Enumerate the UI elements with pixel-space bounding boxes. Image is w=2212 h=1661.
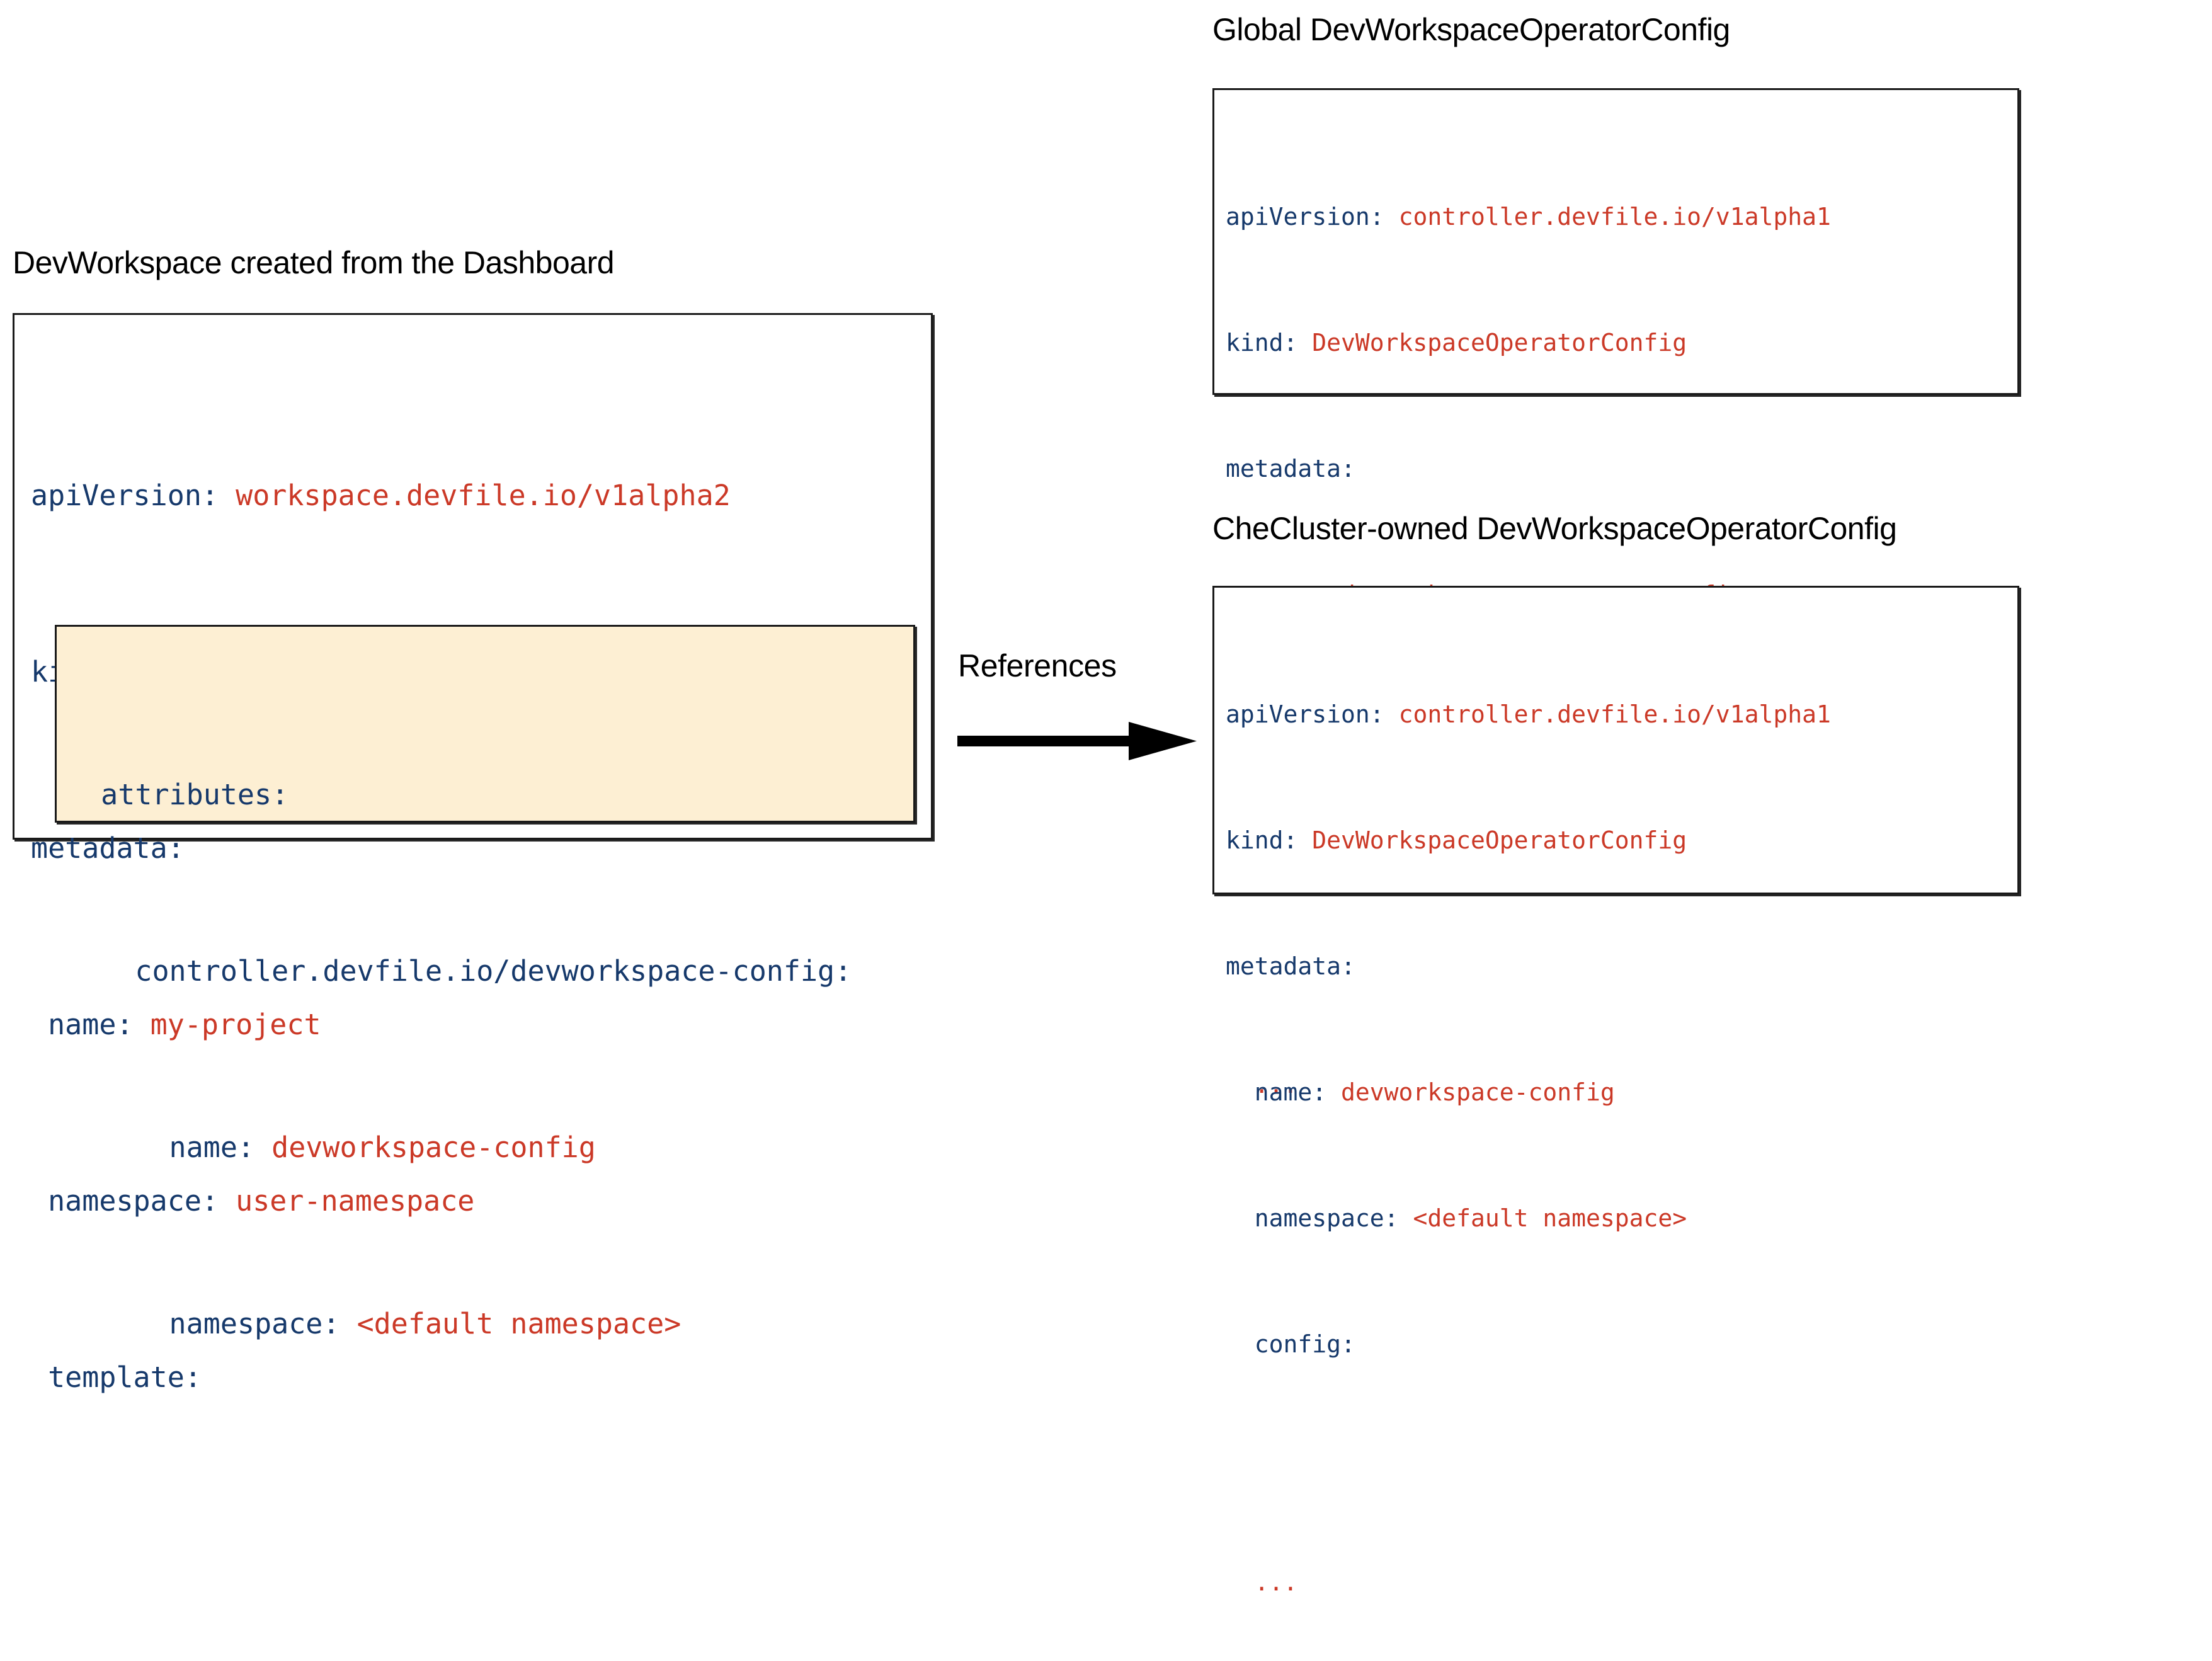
yaml-space — [1297, 329, 1312, 357]
yaml-space — [219, 479, 236, 512]
yaml-key: controller.devfile.io/devworkspace-confi… — [67, 954, 852, 988]
devworkspace-config-attribute-highlight: attributes: controller.devfile.io/devwor… — [55, 625, 915, 1340]
global-dwoc-box-title: Global DevWorkspaceOperatorConfig — [1212, 12, 1730, 47]
yaml-key: metadata: — [1226, 455, 1355, 482]
yaml-line: namespace: <default namespace> — [1226, 1202, 1831, 1234]
yaml-line: metadata: — [1226, 950, 1831, 982]
attributes-yaml-code: attributes: controller.devfile.io/devwor… — [67, 641, 852, 1434]
yaml-key: attributes: — [67, 778, 289, 811]
devworkspace-config-diagram: DevWorkspace created from the Dashboard … — [13, 12, 2019, 1596]
yaml-value: <default namespace> — [1413, 1204, 1687, 1232]
yaml-line: name: devworkspace-config — [1226, 1076, 1831, 1108]
yaml-ellipsis: ... — [1226, 1568, 1298, 1596]
yaml-line: apiVersion: controller.devfile.io/v1alph… — [1226, 201, 1831, 232]
checluster-dwoc-box: apiVersion: controller.devfile.io/v1alph… — [1212, 586, 2019, 1596]
yaml-key: metadata: — [31, 831, 185, 865]
yaml-key: apiVersion: — [31, 479, 219, 512]
yaml-line: apiVersion: controller.devfile.io/v1alph… — [1226, 699, 1831, 730]
yaml-value: devworkspace-config — [1341, 1078, 1615, 1106]
yaml-space — [1326, 1078, 1341, 1106]
yaml-value: DevWorkspaceOperatorConfig — [1312, 329, 1687, 357]
yaml-space — [254, 1131, 271, 1164]
yaml-key: config: — [1226, 1330, 1355, 1358]
yaml-key: kind: — [1226, 329, 1298, 357]
references-connector-label: References — [958, 648, 1117, 683]
yaml-value: controller.devfile.io/v1alpha1 — [1398, 700, 1831, 728]
yaml-line: attributes: — [67, 773, 852, 817]
yaml-key: name: — [67, 1131, 255, 1164]
yaml-line: config: — [1226, 1328, 1831, 1360]
yaml-space — [1297, 826, 1312, 854]
yaml-space — [1384, 203, 1399, 231]
yaml-key: metadata: — [1226, 952, 1355, 980]
yaml-key: apiVersion: — [1226, 700, 1384, 728]
yaml-line: apiVersion: workspace.devfile.io/v1alpha… — [31, 474, 731, 518]
yaml-blank-line — [1226, 1454, 1831, 1472]
yaml-line: kind: DevWorkspaceOperatorConfig — [1226, 825, 1831, 856]
yaml-key: namespace: — [1226, 1204, 1399, 1232]
yaml-line: namespace: <default namespace> — [67, 1302, 852, 1346]
yaml-line: metadata: — [31, 826, 731, 870]
yaml-line: name: devworkspace-config — [67, 1126, 852, 1170]
arrow-right-icon — [957, 722, 1197, 760]
global-dwoc-box: apiVersion: controller.devfile.io/v1alph… — [1212, 88, 2019, 1099]
yaml-line: controller.devfile.io/devworkspace-confi… — [67, 949, 852, 993]
yaml-line: ... — [1226, 1567, 1831, 1598]
yaml-line: metadata: — [1226, 453, 1831, 484]
yaml-key: name: — [1226, 1078, 1327, 1106]
yaml-space — [1384, 700, 1399, 728]
yaml-key: namespace: — [67, 1307, 340, 1340]
yaml-space — [339, 1307, 356, 1340]
yaml-key: apiVersion: — [1226, 203, 1384, 231]
devworkspace-box: apiVersion: workspace.devfile.io/v1alpha… — [13, 313, 933, 1394]
yaml-value: workspace.devfile.io/v1alpha2 — [236, 479, 731, 512]
yaml-line: kind: DevWorkspaceOperatorConfig — [1226, 327, 1831, 358]
yaml-space — [1399, 1204, 1413, 1232]
checluster-dwoc-yaml-code: apiVersion: controller.devfile.io/v1alph… — [1226, 604, 1831, 1661]
checluster-dwoc-box-title: CheCluster-owned DevWorkspaceOperatorCon… — [1212, 511, 1897, 546]
yaml-value: devworkspace-config — [271, 1131, 596, 1164]
yaml-value: controller.devfile.io/v1alpha1 — [1398, 203, 1831, 231]
yaml-value: DevWorkspaceOperatorConfig — [1312, 826, 1687, 854]
yaml-key: kind: — [1226, 826, 1298, 854]
devworkspace-box-title: DevWorkspace created from the Dashboard — [13, 245, 615, 280]
yaml-value: <default namespace> — [356, 1307, 681, 1340]
